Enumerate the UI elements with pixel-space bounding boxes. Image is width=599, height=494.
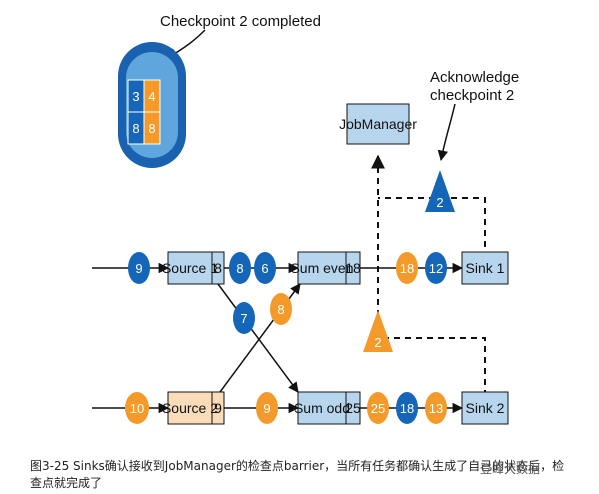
svg-text:18: 18 [400,261,414,276]
source2-operator [167,391,213,425]
record: 25 [367,392,389,424]
sum-even-label: Sum even [290,260,353,276]
checkpoint-barrier [425,170,455,212]
sink2-operator [461,391,509,425]
state-cell: 8 [132,121,139,136]
svg-text:8: 8 [277,302,284,317]
jobmanager-label: JobManager [339,116,417,132]
svg-text:9: 9 [263,401,270,416]
record: 7 [233,302,255,334]
svg-text:6: 6 [261,261,268,276]
barrier-label: 2 [374,335,381,350]
caption-line: 图3-25 Sinks确认接收到JobManager的检查点barrier，当所… [30,459,565,473]
svg-text:10: 10 [130,401,144,416]
state-cell: 4 [148,89,155,104]
sum-odd-state: 25 [345,400,361,416]
checkpoint-completed-title: Checkpoint 2 completed [160,13,321,30]
source2-label: Source 2 [162,400,218,416]
ack-label-line1: Acknowledge [430,69,519,86]
source2-state: 9 [214,400,222,416]
record: 10 [125,392,149,424]
svg-text:9: 9 [135,261,142,276]
record: 8 [270,293,292,325]
record: 13 [425,392,447,424]
checkpoint-barrier [363,310,393,352]
sum-even-operator [297,251,347,285]
sink1-operator [461,251,509,285]
source1-operator [167,251,213,285]
record: 6 [254,252,276,284]
svg-text:12: 12 [429,261,443,276]
record: 8 [229,252,251,284]
sink2-label: Sink 2 [466,400,505,416]
sum-odd-operator [297,391,347,425]
state-cell: 3 [132,89,139,104]
jobmanager-box [346,103,410,145]
sum-odd-label: Sum odd [294,400,350,416]
state-cell: 8 [148,121,155,136]
barrier-label: 2 [436,195,443,210]
svg-text:13: 13 [429,401,443,416]
ack-label-line2: checkpoint 2 [430,87,514,104]
record: 9 [256,392,278,424]
svg-text:7: 7 [240,311,247,326]
record: 18 [396,392,418,424]
source1-label: Source 1 [162,260,218,276]
record: 12 [425,252,447,284]
record: 9 [128,252,150,284]
sink1-label: Sink 1 [466,260,505,276]
sum-even-state: 18 [345,260,361,276]
caption-line: 查点就完成了 [30,476,103,490]
svg-text:25: 25 [371,401,385,416]
svg-text:18: 18 [400,401,414,416]
svg-text:8: 8 [236,261,243,276]
watermark: 登峰大数据 [480,462,541,476]
source1-state: 8 [214,260,222,276]
figure-caption: 图3-25 Sinks确认接收到JobManager的检查点barrier，当所… [30,458,590,492]
record: 18 [396,252,418,284]
